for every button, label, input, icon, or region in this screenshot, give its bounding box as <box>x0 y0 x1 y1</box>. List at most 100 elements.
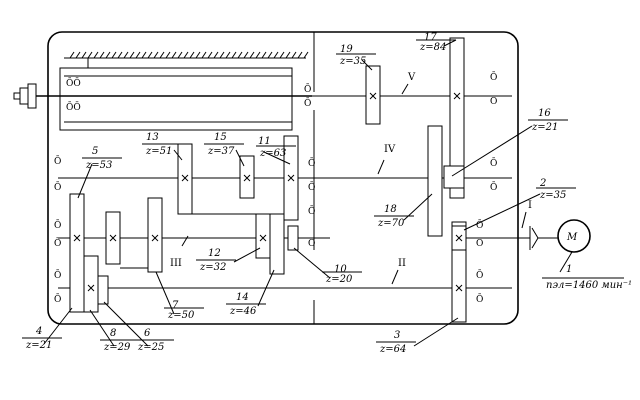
bearing-symbol: Ō <box>490 157 497 169</box>
gear-15 <box>239 155 255 199</box>
bearing-symbol: Ō <box>54 237 61 249</box>
gear-label-10: 10z=20 <box>293 247 362 285</box>
hatch-stroke <box>141 51 147 59</box>
gear-number: 17 <box>424 32 437 43</box>
spindle-housing <box>59 67 293 131</box>
hatch-stroke <box>129 51 135 59</box>
leader-line <box>89 309 115 347</box>
gear-teeth: z=35 <box>539 190 566 201</box>
hatch-stroke <box>249 51 255 59</box>
hatch-stroke <box>279 51 285 59</box>
spindle-bearing-mark <box>13 92 21 100</box>
gear-number: 14 <box>236 292 249 303</box>
gear-number: 6 <box>144 328 151 339</box>
hatch-stroke <box>219 51 225 59</box>
hatch-stroke <box>81 51 87 59</box>
gear-label-2: 2z=35 <box>463 178 576 231</box>
hatch-stroke <box>159 51 165 59</box>
electric-motor <box>557 219 591 253</box>
gear-10 <box>287 225 299 251</box>
hatch-stroke <box>105 51 111 59</box>
gear-label-7: 7z=50 <box>155 271 204 321</box>
centre-cross <box>455 284 463 292</box>
hatch-stroke <box>225 51 231 59</box>
bearing-symbol: Ō <box>476 293 483 305</box>
gear-label-17: 17z=84 <box>416 32 457 53</box>
shaft-label-v: V <box>407 72 416 83</box>
bearing-symbol: Ō <box>54 269 61 281</box>
gear-number: 16 <box>538 108 551 119</box>
gears-group <box>69 37 467 323</box>
leader-line <box>293 247 331 279</box>
bearing-symbol: Ō <box>476 237 483 249</box>
gear-label-18: 18z=70 <box>374 193 433 229</box>
bearing-symbol: Ō <box>308 181 315 193</box>
leader-line <box>77 163 93 199</box>
gear-8 <box>83 255 99 313</box>
bearing-symbol: Ō <box>54 293 61 305</box>
gear-teeth: z=29 <box>103 342 131 353</box>
bearing-symbol: Ō <box>308 157 315 169</box>
gear-number: 1 <box>566 264 572 275</box>
centre-cross <box>109 234 117 242</box>
leader-line <box>451 125 533 177</box>
gear-teeth: z=70 <box>377 218 405 229</box>
hatch-stroke <box>243 51 249 59</box>
hatch-stroke <box>285 51 291 59</box>
gear-label-19: 19z=35 <box>336 44 376 71</box>
bearing-symbol: Ō <box>54 219 61 231</box>
leader-line <box>235 149 245 167</box>
gear-13 <box>177 143 193 215</box>
hatch-stroke <box>99 51 105 59</box>
shaft-arrow <box>521 211 527 229</box>
spindle-flange <box>27 83 37 109</box>
hatch-stroke <box>153 51 159 59</box>
leader-line <box>43 307 73 345</box>
gear-teeth: z=84 <box>419 42 446 53</box>
bearing-symbol: ŌŌ <box>66 77 81 89</box>
spindle-nose <box>19 87 29 105</box>
gear-teeth: z=25 <box>137 342 164 353</box>
bearing-symbol: Ō <box>304 97 311 109</box>
leader-line <box>263 151 291 165</box>
hatch-stroke <box>93 51 99 59</box>
gear-number: 3 <box>394 330 400 341</box>
gear-number: 15 <box>214 132 227 143</box>
shaft-arrow <box>181 235 189 247</box>
hatch-stroke <box>123 51 129 59</box>
bearing-symbol: Ō <box>54 155 61 167</box>
gear-teeth: z=63 <box>259 148 286 159</box>
gear-number: 5 <box>92 146 98 157</box>
hatch-stroke <box>267 51 273 59</box>
hatch-stroke <box>231 51 237 59</box>
shaft-label-iv: IV <box>384 144 396 155</box>
hatch-stroke <box>147 51 153 59</box>
leader-line <box>257 269 275 307</box>
gear-teeth: z=46 <box>229 306 257 317</box>
leader-line <box>173 149 183 161</box>
gear-label-3: 3z=64 <box>376 317 459 355</box>
leader-line <box>463 193 541 231</box>
bearing-symbol: Ō <box>308 205 315 217</box>
leader-line <box>233 247 261 263</box>
gear-label-6: 6 z=25 <box>103 301 174 353</box>
gear-12 <box>255 213 271 259</box>
gear-number: 10 <box>334 264 347 275</box>
hatch-stroke <box>69 51 75 59</box>
bearing-symbol: Ō <box>490 71 497 83</box>
leader-line <box>443 39 457 47</box>
gear-label-14: 14 z=46 <box>226 269 275 317</box>
bearing-symbol: Ō <box>490 95 497 107</box>
hatch-stroke <box>291 51 297 59</box>
bearing-symbol: Ō <box>304 83 311 95</box>
shaft-arrow <box>401 83 409 95</box>
ground-hatching <box>69 51 309 59</box>
centre-cross <box>455 234 463 242</box>
hatch-stroke <box>183 51 189 59</box>
shaft-arrow <box>377 159 385 175</box>
hatch-stroke <box>303 51 309 59</box>
gear-18 <box>427 125 443 237</box>
